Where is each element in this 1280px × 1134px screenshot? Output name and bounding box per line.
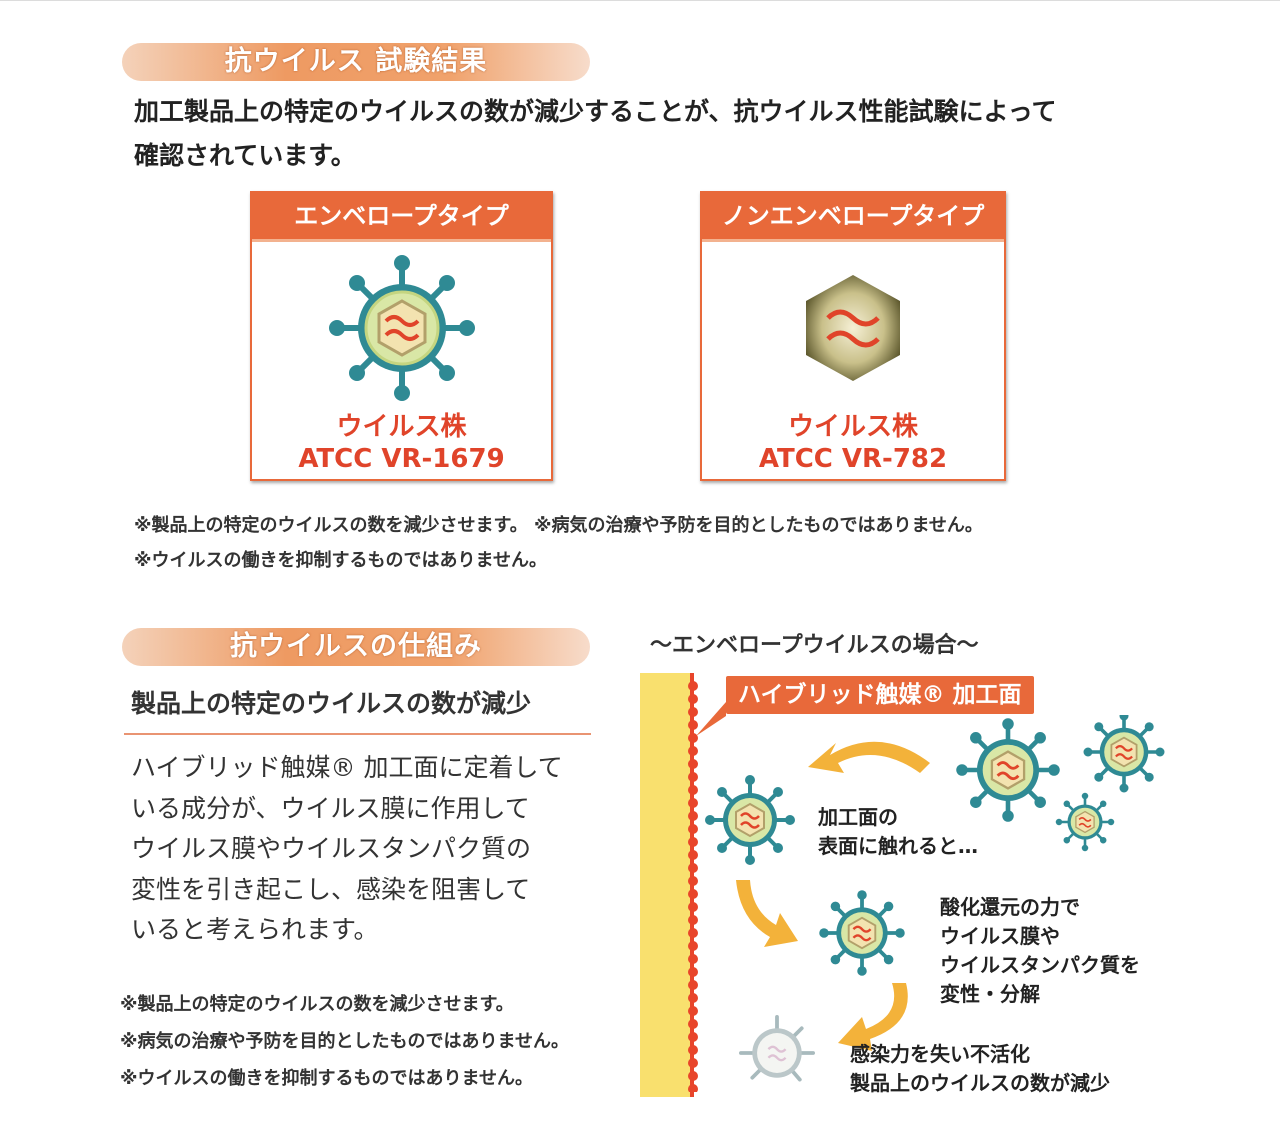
catalyst-dot bbox=[688, 772, 698, 782]
arrow-contact-icon bbox=[736, 880, 798, 947]
catalyst-dot bbox=[688, 915, 698, 925]
catalyst-dot bbox=[688, 980, 698, 990]
non-enveloped-box-header: ノンエンベロープタイプ bbox=[702, 193, 1004, 242]
catalyst-dot bbox=[688, 707, 698, 717]
virus-icon-degrading bbox=[817, 888, 907, 978]
catalyst-dot bbox=[688, 759, 698, 769]
catalyst-dot bbox=[688, 1071, 698, 1081]
virus-icon-tiny bbox=[1054, 791, 1116, 853]
catalyst-dot bbox=[688, 811, 698, 821]
catalyst-surface bbox=[640, 673, 690, 1097]
non-enveloped-strain-label: ウイルス株 bbox=[787, 412, 918, 442]
mechanism-note-line-1: ※製品上の特定のウイルスの数を減少させます。 bbox=[120, 994, 514, 1015]
virus-icon-contact bbox=[703, 773, 797, 867]
catalyst-dot bbox=[688, 993, 698, 1003]
catalyst-dot bbox=[688, 1084, 698, 1092]
step-inactivate-line-2: 製品上のウイルスの数が減少 bbox=[850, 1071, 1110, 1095]
catalyst-dot bbox=[688, 746, 698, 756]
flow-arrows bbox=[736, 741, 930, 1051]
test-note-line-2: ※ウイルスの働きを抑制するものではありません。 bbox=[134, 550, 547, 571]
non-enveloped-virus-box: ノンエンベロープタイプ ウイルス株 ATCC VR-782 bbox=[700, 191, 1006, 481]
section-heading-mechanism: 抗ウイルスの仕組み bbox=[122, 628, 590, 666]
virus-icon-small bbox=[1081, 715, 1167, 795]
catalyst-label-pointer bbox=[696, 702, 726, 736]
step-contact-line-1: 加工面の bbox=[818, 805, 898, 829]
catalyst-dot bbox=[688, 720, 698, 730]
non-enveloped-strain-code: ATCC VR-782 bbox=[758, 444, 948, 474]
catalyst-dot bbox=[688, 876, 698, 886]
catalyst-label: ハイブリッド触媒® 加工面 bbox=[726, 676, 1034, 714]
arrow-inactivate-icon bbox=[838, 983, 908, 1051]
enveloped-box-header: エンベロープタイプ bbox=[252, 193, 551, 242]
mechanism-line-4: 変性を引き起こし、感染を阻害して bbox=[131, 874, 531, 904]
diagram-step-denature: 酸化還元の力で ウイルス膜や ウイルスタンパク質を 変性・分解 bbox=[940, 893, 1140, 1009]
catalyst-dot bbox=[688, 889, 698, 899]
section-heading-test-results: 抗ウイルス 試験結果 bbox=[122, 43, 590, 81]
catalyst-dot bbox=[688, 1058, 698, 1068]
step-denature-line-2: ウイルス膜や bbox=[940, 924, 1060, 948]
catalyst-dot bbox=[688, 733, 698, 743]
non-enveloped-virus-icon bbox=[806, 275, 900, 381]
catalyst-dot bbox=[688, 1045, 698, 1055]
catalyst-dot bbox=[688, 902, 698, 912]
step-contact-line-2: 表面に触れると… bbox=[818, 834, 978, 858]
diagram-step-inactivate: 感染力を失い不活化 製品上のウイルスの数が減少 bbox=[850, 1040, 1110, 1098]
catalyst-dot bbox=[688, 941, 698, 951]
catalyst-dot bbox=[688, 863, 698, 873]
catalyst-dot bbox=[688, 1032, 698, 1042]
enveloped-virus-box: エンベロープタイプ ウイルス株 ATCC VR-1679 bbox=[250, 191, 553, 481]
catalyst-dot bbox=[688, 798, 698, 808]
arrow-approach-icon bbox=[808, 741, 930, 773]
mechanism-notes: ※製品上の特定のウイルスの数を減少させます。 ※病気の治療や予防を目的としたもの… bbox=[120, 986, 640, 1097]
enveloped-virus-icon bbox=[328, 255, 475, 401]
test-results-intro: 加工製品上の特定のウイルスの数が減少することが、抗ウイルス性能試験によって 確認… bbox=[134, 90, 1174, 178]
top-divider bbox=[0, 0, 1280, 1]
intro-line-2: 確認されています。 bbox=[134, 141, 356, 170]
catalyst-dot bbox=[688, 824, 698, 834]
diagram-title: ～エンベロープウイルスの場合～ bbox=[650, 633, 979, 658]
test-results-notes: ※製品上の特定のウイルスの数を減少させます。 ※病気の治療や予防を目的としたもの… bbox=[134, 508, 1234, 578]
mechanism-illustration bbox=[703, 715, 1167, 1082]
mechanism-divider bbox=[124, 733, 591, 735]
catalyst-dot bbox=[688, 967, 698, 977]
step-denature-line-1: 酸化還元の力で bbox=[940, 895, 1080, 919]
catalyst-dot bbox=[688, 850, 698, 860]
catalyst-dot bbox=[688, 1006, 698, 1016]
test-note-line-1: ※製品上の特定のウイルスの数を減少させます。 ※病気の治療や予防を目的としたもの… bbox=[134, 515, 983, 536]
catalyst-dot bbox=[688, 928, 698, 938]
mechanism-subtitle: 製品上の特定のウイルスの数が減少 bbox=[131, 689, 532, 718]
step-denature-line-4: 変性・分解 bbox=[940, 982, 1040, 1006]
diagram-step-contact: 加工面の 表面に触れると… bbox=[818, 803, 978, 861]
enveloped-strain-code: ATCC VR-1679 bbox=[298, 444, 505, 474]
mechanism-note-line-3: ※ウイルスの働きを抑制するものではありません。 bbox=[120, 1068, 533, 1089]
mechanism-note-line-2: ※病気の治療や予防を目的としたものではありません。 bbox=[120, 1031, 569, 1052]
mechanism-line-5: いると考えられます。 bbox=[131, 915, 379, 944]
mechanism-line-1: ハイブリッド触媒® 加工面に定着して bbox=[131, 753, 563, 782]
catalyst-dot bbox=[688, 785, 698, 795]
mechanism-line-2: いる成分が、ウイルス膜に作用して bbox=[131, 793, 530, 823]
mechanism-description: ハイブリッド触媒® 加工面に定着して いる成分が、ウイルス膜に作用して ウイルス… bbox=[131, 748, 601, 951]
catalyst-dot bbox=[688, 837, 698, 847]
enveloped-strain-label: ウイルス株 bbox=[336, 412, 467, 442]
intro-line-1: 加工製品上の特定のウイルスの数が減少することが、抗ウイルス性能試験によって bbox=[134, 97, 1057, 126]
catalyst-dot bbox=[688, 954, 698, 964]
step-inactivate-line-1: 感染力を失い不活化 bbox=[850, 1042, 1030, 1066]
catalyst-dot bbox=[688, 694, 698, 704]
inactivated-virus-icon bbox=[738, 1014, 816, 1082]
mechanism-line-3: ウイルス膜やウイルスタンパク質の bbox=[131, 834, 532, 863]
catalyst-dot bbox=[688, 681, 698, 691]
catalyst-dot bbox=[688, 1019, 698, 1029]
catalyst-particles bbox=[688, 681, 698, 1092]
step-denature-line-3: ウイルスタンパク質を bbox=[940, 953, 1140, 977]
